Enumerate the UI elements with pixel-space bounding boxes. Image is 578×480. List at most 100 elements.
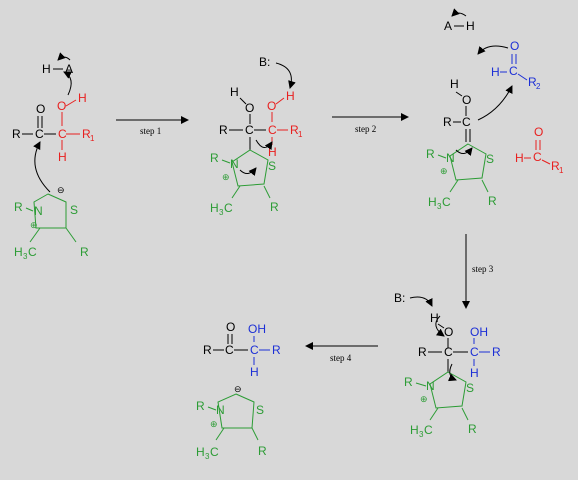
svg-text:C: C <box>28 245 37 259</box>
svg-text:⊖: ⊖ <box>57 185 65 195</box>
svg-text:R: R <box>443 115 452 129</box>
svg-text:⊕: ⊕ <box>222 172 230 182</box>
svg-text:O: O <box>36 102 45 116</box>
alkoxide-adduct: H O R C C R OH H <box>418 311 501 380</box>
svg-text:H: H <box>470 366 479 380</box>
acyloin-product: O R C C R OH H <box>203 320 281 379</box>
svg-text:H: H <box>286 89 295 103</box>
svg-text:C: C <box>470 345 479 359</box>
svg-text:H: H <box>430 311 439 325</box>
svg-text:A: A <box>65 62 73 76</box>
base-b-step1: B: <box>259 55 296 89</box>
svg-text:3: 3 <box>437 202 442 211</box>
svg-text:H: H <box>410 423 419 437</box>
svg-text:R: R <box>272 343 281 357</box>
step-1-label: step 1 <box>140 126 161 136</box>
thiazolium-ring-4: N ⊕ S R H 3 C R <box>404 363 477 439</box>
base-b-step4: B: <box>394 291 433 307</box>
svg-text:R: R <box>426 147 435 161</box>
svg-text:3: 3 <box>23 252 28 261</box>
svg-text:N: N <box>216 403 225 417</box>
svg-text:O: O <box>444 325 453 339</box>
thiazolium-ylide-regenerated: N ⊕ S ⊖ R H 3 C R <box>196 384 267 461</box>
svg-text:R: R <box>210 151 219 165</box>
svg-text:C: C <box>444 345 453 359</box>
svg-text:S: S <box>486 152 494 166</box>
step-4-label: step 4 <box>330 353 352 363</box>
svg-text:C: C <box>224 201 233 215</box>
svg-text:R: R <box>290 123 299 137</box>
svg-text:OH: OH <box>470 325 488 339</box>
svg-text:C: C <box>424 423 433 437</box>
svg-text:R: R <box>418 345 427 359</box>
svg-text:R: R <box>12 127 21 141</box>
thiazolium-ylide-1: N ⊕ S ⊖ R H 3 C R <box>14 141 89 261</box>
step-4-arrow: step 4 <box>305 342 378 363</box>
svg-text:C: C <box>268 123 277 137</box>
svg-text:S: S <box>466 381 474 395</box>
svg-text:S: S <box>70 203 78 217</box>
svg-text:C: C <box>509 64 518 78</box>
step-2-label: step 2 <box>355 124 376 134</box>
svg-text:1: 1 <box>298 130 303 139</box>
svg-text:R: R <box>219 123 228 137</box>
svg-text:3: 3 <box>205 452 210 461</box>
svg-text:R: R <box>270 200 279 214</box>
svg-text:R: R <box>468 422 477 436</box>
svg-text:N: N <box>230 157 239 171</box>
svg-text:1: 1 <box>90 134 95 143</box>
svg-text:S: S <box>256 403 264 417</box>
svg-text:H: H <box>58 150 67 164</box>
svg-text:C: C <box>533 150 542 164</box>
ha-acid-2: A H <box>444 8 475 33</box>
svg-text:H: H <box>515 151 524 165</box>
step-3-label: step 3 <box>472 264 494 274</box>
aldehyde-r2: O C H R 2 <box>477 39 541 91</box>
svg-text:C: C <box>442 195 451 209</box>
svg-text:H: H <box>210 201 219 215</box>
svg-text:⊕: ⊕ <box>210 419 218 429</box>
svg-text:O: O <box>226 320 235 334</box>
svg-text:R: R <box>196 399 205 413</box>
svg-text:H: H <box>491 65 500 79</box>
svg-text:R: R <box>80 245 89 259</box>
svg-text:H: H <box>466 19 475 33</box>
svg-text:R: R <box>14 200 23 214</box>
svg-text:H: H <box>428 195 437 209</box>
step-1-arrow: step 1 <box>116 116 189 136</box>
svg-text:R: R <box>488 194 497 208</box>
svg-text:O: O <box>57 99 66 113</box>
svg-text:R: R <box>528 75 537 89</box>
thiazolium-ring-2: N ⊕ S R H 3 C R <box>210 149 279 217</box>
tetrahedral-adduct: H O R C C R 1 O H H <box>219 85 303 159</box>
svg-text:H: H <box>450 77 459 91</box>
svg-text:⊖: ⊖ <box>234 384 242 394</box>
svg-text:N: N <box>446 151 455 165</box>
svg-text:O: O <box>462 93 471 107</box>
svg-text:⊕: ⊕ <box>30 220 38 230</box>
svg-text:C: C <box>462 115 471 129</box>
svg-text:H: H <box>196 445 205 459</box>
svg-text:C: C <box>245 123 254 137</box>
aldehyde-r1: O C H R 1 <box>515 125 564 175</box>
svg-text:O: O <box>534 125 543 139</box>
step-3-arrow: step 3 <box>462 234 494 309</box>
svg-text:H: H <box>78 91 87 105</box>
svg-text:2: 2 <box>536 82 541 91</box>
svg-text:1: 1 <box>559 166 564 175</box>
svg-text:R: R <box>551 159 560 173</box>
svg-text:O: O <box>267 99 276 113</box>
svg-text:S: S <box>268 159 276 173</box>
svg-text:H: H <box>230 85 239 99</box>
breslow-enol: H O R C <box>443 77 513 142</box>
svg-text:OH: OH <box>248 322 266 336</box>
svg-text:3: 3 <box>419 430 424 439</box>
svg-text:⊕: ⊕ <box>420 394 428 404</box>
svg-text:C: C <box>225 343 234 357</box>
alpha-hydroxy-ketone: O R C C R 1 O H H <box>12 71 95 164</box>
svg-text:R: R <box>82 127 91 141</box>
svg-text:A: A <box>444 19 452 33</box>
svg-text:B:: B: <box>259 55 270 69</box>
svg-text:R: R <box>404 375 413 389</box>
